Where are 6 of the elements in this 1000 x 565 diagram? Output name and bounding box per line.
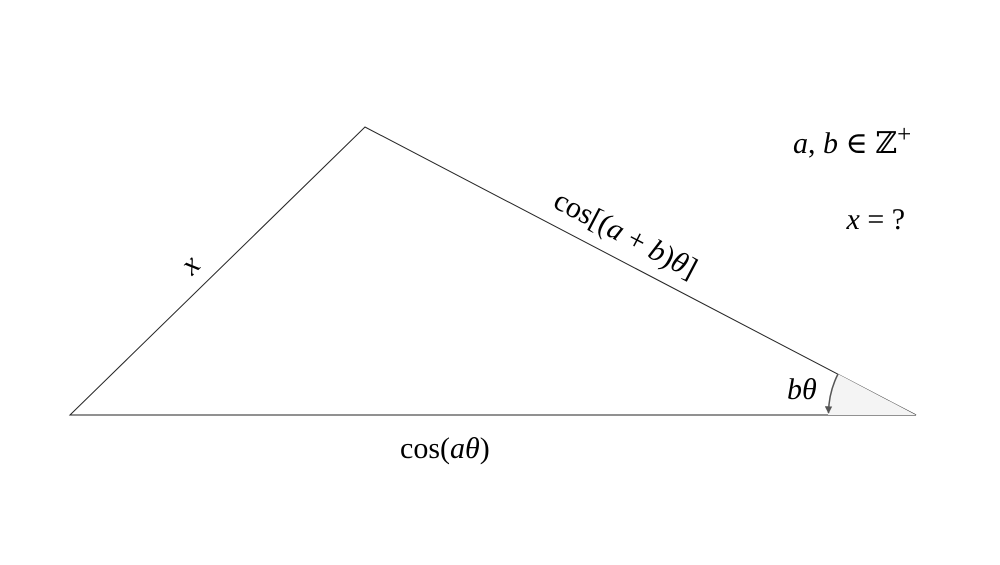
angle-label: bθ <box>787 375 817 405</box>
side-length-label: cos[(a + b)θ] <box>548 185 702 285</box>
side-label: x <box>174 250 206 280</box>
side-length-label: cos(aθ) <box>400 434 490 464</box>
question-label: x = ? <box>846 205 906 235</box>
set-condition-label: a, b ∈ ℤ$^{+}$ <box>793 122 912 158</box>
